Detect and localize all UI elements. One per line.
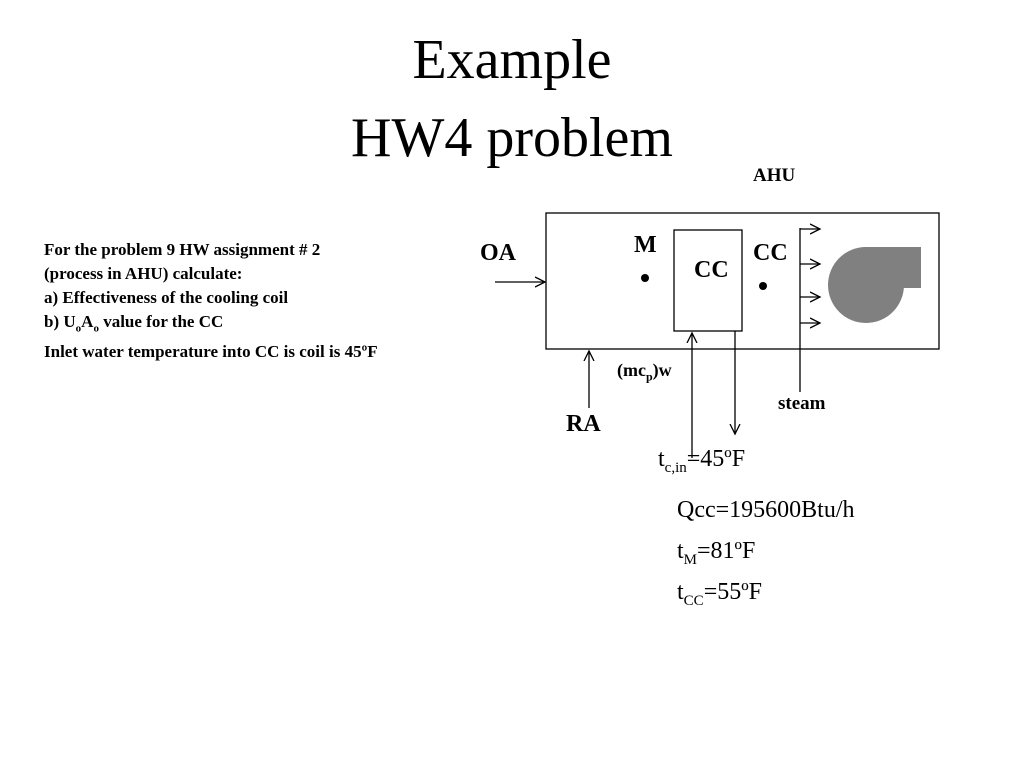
coil-load: Qcc=195600Btu/h bbox=[677, 497, 855, 523]
water-flow-sub: p bbox=[645, 369, 653, 384]
steam-label: steam bbox=[778, 393, 826, 414]
problem-line-4: b) UoAo value for the CC bbox=[44, 310, 378, 340]
tcin-sub: c,in bbox=[664, 459, 687, 476]
title-line-1: Example bbox=[412, 29, 612, 91]
problem-line-2: (process in AHU) calculate: bbox=[44, 264, 243, 283]
coil-outlet-temp: tCC=55ºF bbox=[677, 579, 762, 610]
mixed-air-temp: tM=81ºF bbox=[677, 538, 755, 569]
tcc-base: t bbox=[677, 579, 684, 605]
oa-label: OA bbox=[480, 240, 516, 266]
coil-outlet-point-dot bbox=[759, 282, 767, 290]
tm-sub: M bbox=[683, 551, 698, 568]
mixing-point-dot bbox=[641, 274, 649, 282]
title-line-2: HW4 problem bbox=[351, 107, 673, 169]
tcc-value: =55ºF bbox=[703, 579, 763, 605]
tm-value: =81ºF bbox=[697, 538, 756, 564]
tcin-base: t bbox=[658, 446, 665, 472]
uoao-prefix: b) U bbox=[44, 312, 76, 331]
ahu-label: AHU bbox=[753, 165, 796, 186]
problem-line-3: a) Effectiveness of the cooling coil bbox=[44, 288, 289, 307]
m-label: M bbox=[634, 232, 657, 258]
inlet-water-temp: tc,in=45ºF bbox=[658, 446, 745, 477]
uoao-sub-2: o bbox=[93, 322, 99, 335]
cc-box-label: CC bbox=[694, 257, 729, 283]
ra-label: RA bbox=[566, 411, 601, 437]
tcin-value: =45ºF bbox=[686, 446, 746, 472]
problem-line-5: Inlet water temperature into CC is coil … bbox=[44, 342, 378, 362]
problem-line-1: For the problem 9 HW assignment # 2 bbox=[44, 240, 321, 259]
problem-statement: For the problem 9 HW assignment # 2 (pro… bbox=[44, 238, 378, 364]
uoao-mid: A bbox=[81, 312, 94, 331]
uoao-suffix: value for the CC bbox=[98, 312, 224, 331]
fan-icon bbox=[828, 247, 921, 323]
cooling-coil-box bbox=[673, 229, 743, 332]
water-flow-label: (mcp)w bbox=[617, 360, 672, 385]
uoao-sub-1: o bbox=[75, 322, 82, 335]
tm-base: t bbox=[677, 538, 684, 564]
tcc-sub: CC bbox=[683, 592, 704, 609]
water-flow-suffix: )w bbox=[652, 360, 672, 380]
water-flow-prefix: (mc bbox=[617, 360, 646, 380]
cc-point-label: CC bbox=[753, 240, 788, 266]
